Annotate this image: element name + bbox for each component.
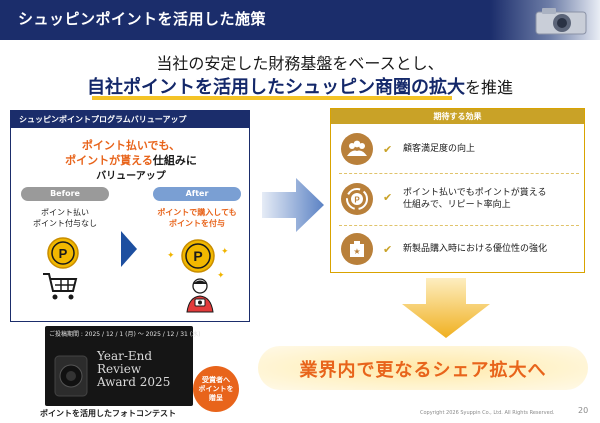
check-icon: ✔: [383, 191, 393, 204]
camera-icon: [54, 355, 88, 397]
point-coin-icon: P: [181, 239, 215, 273]
badge-line1: 受賞者へ: [202, 376, 230, 384]
program-lead-tail: 仕組みに: [152, 154, 197, 167]
after-line2: ポイントを付与: [169, 219, 225, 228]
point-program-panel: シュッピンポイントプログラムバリューアップ ポイント払いでも、 ポイントが貰える…: [10, 110, 250, 322]
badge-line2: ポイントを: [198, 385, 234, 393]
headline-line2: 自社ポイントを活用したシュッピン商圏の拡大を推進: [0, 73, 600, 99]
headline-line1: 当社の安定した財務基盤をベースとし、: [156, 54, 444, 73]
contest-title-line3: Award 2025: [97, 375, 171, 389]
page-number: 20: [578, 406, 589, 415]
badge-line3: 贈呈: [209, 394, 223, 402]
contest-title-line2: Review: [97, 362, 142, 376]
program-lead-line3: バリューアップ: [96, 171, 166, 182]
expected-effects-panel: 期待する効果 ✔ 顧客満足度の向上 P ✔ ポイント払いでもポイントが貰える 仕…: [330, 108, 585, 273]
page-title: シュッピンポイントを活用した施策: [18, 10, 267, 28]
person-with-camera-icon: [186, 278, 214, 313]
effect-text: ポイント払いでもポイントが貰える 仕組みで、リピート率向上: [403, 187, 546, 211]
headline-underline: [92, 96, 452, 100]
effect-item: ✔ 顧客満足度の向上: [331, 129, 586, 169]
sparkle-icon: ✦: [217, 271, 225, 281]
svg-text:P: P: [354, 196, 360, 205]
before-line1: ポイント払い: [41, 208, 89, 217]
expected-effects-title: 期待する効果: [331, 109, 584, 124]
people-icon: [341, 133, 373, 165]
prize-badge: 受賞者へ ポイントを 贈呈: [193, 366, 239, 412]
arrow-down-icon: [402, 278, 490, 338]
check-icon: ✔: [383, 243, 393, 256]
contest-period: ご投稿期間 : 2025 / 12 / 1 (月) ～ 2025 / 12 / …: [49, 331, 201, 338]
point-cycle-icon: P: [341, 183, 373, 215]
point-program-title: シュッピンポイントプログラムバリューアップ: [11, 111, 249, 128]
effect-line1: ポイント払いでもポイントが貰える: [403, 188, 547, 198]
svg-text:★: ★: [353, 247, 360, 256]
svg-text:P: P: [59, 246, 68, 261]
after-line1: ポイントで購入しても: [157, 208, 237, 217]
product-box-icon: ★: [341, 233, 373, 265]
before-description: ポイント払い ポイント付与なし: [15, 207, 115, 229]
program-lead-line2: ポイントが貰える仕組みに: [11, 152, 251, 168]
headline-tail: を推進: [464, 78, 513, 97]
effect-line1: 新製品購入時における優位性の強化: [403, 244, 548, 254]
before-label: Before: [21, 187, 109, 201]
result-text: 業界内で更なるシェア拡大へ: [299, 360, 547, 381]
effect-text: 顧客満足度の向上: [403, 143, 475, 155]
sparkle-icon: ✦: [167, 251, 175, 261]
arrow-right-icon: [262, 178, 324, 232]
effect-line2: 仕組みで、リピート率向上: [403, 200, 511, 210]
after-label: After: [153, 187, 241, 201]
point-coin-icon: P: [47, 237, 79, 269]
effect-text: 新製品購入時における優位性の強化: [403, 243, 547, 255]
contest-caption: ポイントを活用したフォトコンテスト: [40, 409, 176, 418]
check-icon: ✔: [383, 143, 393, 156]
svg-text:P: P: [193, 248, 202, 264]
contest-title: Year-End Review Award 2025: [97, 350, 170, 389]
divider: [339, 225, 579, 226]
effect-item: ★ ✔ 新製品購入時における優位性の強化: [331, 227, 586, 271]
before-line2: ポイント付与なし: [33, 219, 97, 228]
program-lead-emphasis: ポイントが貰える: [65, 154, 153, 167]
shopping-cart-icon: [43, 273, 78, 300]
chevron-right-icon: [121, 231, 137, 267]
photo-contest-banner: ご投稿期間 : 2025 / 12 / 1 (月) ～ 2025 / 12 / …: [45, 326, 200, 406]
result-banner: 業界内で更なるシェア拡大へ: [258, 346, 588, 390]
effect-item: P ✔ ポイント払いでもポイントが貰える 仕組みで、リピート率向上: [331, 175, 586, 223]
headline-emphasis: 自社ポイントを活用したシュッピン商圏の拡大: [86, 77, 465, 98]
program-lead-line1: ポイント払いでも、: [81, 139, 181, 152]
effect-line1: 顧客満足度の向上: [403, 144, 476, 154]
divider: [339, 173, 579, 174]
camera-icon: [535, 8, 587, 35]
after-description: ポイントで購入しても ポイントを付与: [145, 207, 249, 229]
contest-title-line1: Year-End: [97, 349, 153, 363]
sparkle-icon: ✦: [221, 247, 229, 257]
copyright: Copyright 2026 Syuppin Co., Ltd. All Rig…: [420, 410, 555, 416]
